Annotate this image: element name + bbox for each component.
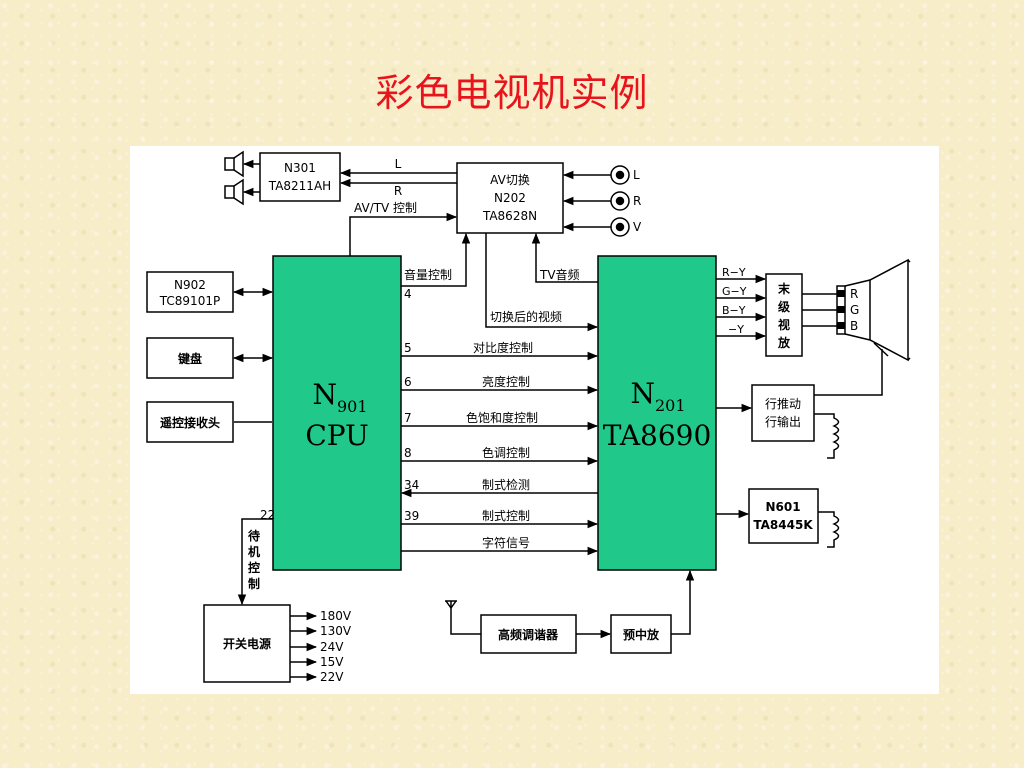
pin-39: 39: [404, 509, 419, 523]
line-driver-box: [751, 384, 815, 442]
power-output-15v: 15V: [320, 655, 344, 669]
av-tv-control-label: AV/TV 控制: [354, 201, 417, 215]
tv-audio-label: TV音频: [539, 267, 580, 282]
final-amp-char-4: 放: [777, 335, 791, 350]
power-supply-box: [203, 604, 291, 683]
decoder-name: N: [631, 377, 656, 410]
power-output-130v: 130V: [320, 624, 352, 638]
gy-label: G−Y: [722, 285, 747, 298]
audio-amp-line2: TA8211AH: [268, 179, 331, 193]
cpu-name: N: [313, 378, 338, 411]
final-amp-char-3: 视: [778, 317, 790, 332]
audio-line-l-label: L: [395, 157, 402, 171]
final-amp-char-2: 级: [778, 299, 790, 314]
crt-b-label: B: [850, 319, 858, 333]
block-diagram: N 901 CPU N 201 TA8690 N301 TA8211AH AV切…: [130, 146, 939, 694]
crt-r-label: R: [850, 287, 858, 301]
cpu-block: [272, 255, 402, 571]
line-coil-icon: [814, 413, 840, 459]
y-label: −Y: [728, 323, 744, 336]
audio-amp-line1: N301: [284, 161, 316, 175]
saturation-label: 色饱和度控制: [466, 410, 538, 425]
switched-video-label: 切换后的视频: [490, 309, 562, 324]
standby-char-2: 机: [248, 544, 260, 559]
by-label: B−Y: [722, 304, 746, 317]
standby-char-3: 控: [248, 560, 260, 575]
keyboard-box: [146, 337, 234, 379]
field-coil-icon: [818, 511, 840, 548]
power-output-180v: 180V: [320, 609, 352, 623]
cpu-label: CPU: [305, 419, 368, 452]
cpu-subscript: 901: [337, 397, 368, 416]
memory-line1: N902: [174, 278, 206, 292]
if-amp-label: 预中放: [623, 627, 660, 642]
field-ic-box: [748, 488, 819, 544]
pin-7: 7: [404, 411, 412, 425]
pin-4: 4: [404, 287, 412, 301]
jack-l-icon: [610, 165, 630, 185]
system-detect-label: 制式检测: [482, 477, 530, 492]
pin-5: 5: [404, 341, 412, 355]
memory-line2: TC89101P: [159, 294, 220, 308]
audio-line-r-label: R: [394, 184, 402, 198]
pin-6: 6: [404, 375, 412, 389]
standby-char-4: 制: [248, 576, 260, 591]
pin-22: 22: [260, 508, 275, 522]
av-switch-line3: TA8628N: [482, 209, 537, 223]
decoder-block: [597, 255, 717, 571]
audio-amp-box: [259, 152, 341, 202]
remote-receiver-label: 遥控接收头: [160, 415, 220, 430]
tuner-label: 高频调谐器: [498, 627, 559, 642]
system-control-label: 制式控制: [482, 509, 530, 523]
memory-box: [146, 271, 234, 313]
remote-receiver-box: [146, 401, 234, 443]
field-ic-line1: N601: [765, 500, 800, 514]
jack-v-icon: [610, 217, 630, 237]
speaker-top-icon: [224, 150, 244, 178]
standby-char-1: 待: [248, 528, 260, 543]
line-driver-line2: 行输出: [765, 414, 801, 429]
power-supply-label: 开关电源: [223, 636, 271, 651]
volume-control-label: 音量控制: [404, 267, 452, 282]
power-output-24v: 24V: [320, 640, 344, 654]
ry-label: R−Y: [722, 266, 746, 279]
pin-34: 34: [404, 478, 419, 492]
contrast-label: 对比度控制: [473, 340, 533, 355]
power-output-22v: 22V: [320, 670, 344, 684]
jack-l-label: L: [633, 168, 640, 182]
speaker-bottom-icon: [224, 178, 244, 206]
final-amp-char-1: 末: [778, 281, 791, 296]
decoder-subscript: 201: [655, 396, 686, 415]
crt-g-label: G: [850, 303, 859, 317]
antenna-icon: [445, 600, 457, 610]
decoder-label: TA8690: [603, 419, 712, 452]
keyboard-label: 键盘: [177, 351, 202, 366]
jack-r-icon: [610, 191, 630, 211]
av-switch-line2: N202: [494, 191, 526, 205]
jack-r-label: R: [633, 194, 641, 208]
char-signal-label: 字符信号: [482, 535, 530, 550]
pin-8: 8: [404, 446, 412, 460]
jack-v-label: V: [633, 220, 642, 234]
slide-title: 彩色电视机实例: [375, 71, 649, 115]
brightness-label: 亮度控制: [482, 374, 530, 389]
field-ic-line2: TA8445K: [753, 518, 813, 532]
av-switch-line1: AV切换: [490, 173, 530, 187]
line-driver-line1: 行推动: [765, 397, 801, 411]
crt-icon: [836, 258, 911, 362]
hue-label: 色调控制: [482, 446, 530, 460]
